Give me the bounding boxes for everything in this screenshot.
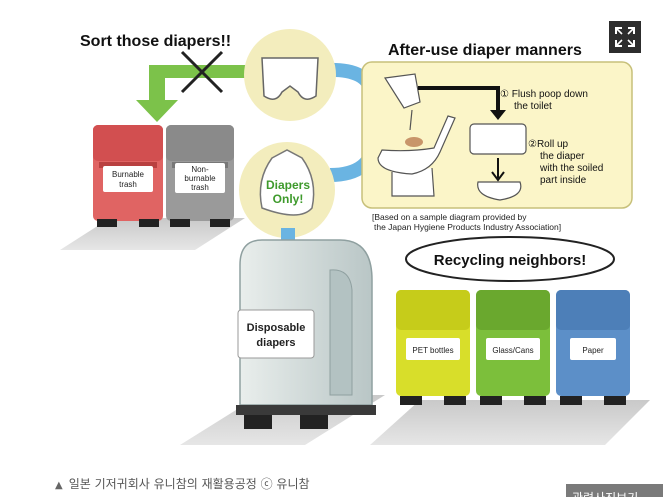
disposable-diaper-bin: Disposable diapers [236, 239, 376, 429]
bin-nonburnable: Non- burnable trash [166, 125, 234, 227]
disposable-label-2: diapers [256, 337, 295, 349]
bin-nonburnable-label-2: burnable [184, 174, 216, 183]
fullscreen-icon [615, 27, 635, 47]
toilet-icon [377, 115, 456, 197]
poop-icon [405, 137, 423, 147]
bin-paper: Paper [556, 290, 630, 405]
diaper-icon [261, 57, 319, 100]
green-arrow [136, 65, 248, 122]
process-arrowhead [490, 110, 506, 120]
bin-paper-label: Paper [582, 346, 604, 355]
caption-text: 일본 기저귀회사 유니참의 재활용공정 ⓒ 유니참 [68, 477, 310, 491]
roll-arrow [491, 158, 505, 182]
recycling-label: Recycling neighbors! [434, 252, 587, 269]
trash-bag-icon [259, 149, 315, 216]
source-line2: the Japan Hygiene Products Industry Asso… [374, 222, 561, 232]
rolled-diaper-bottom [477, 181, 522, 201]
disposable-label-1: Disposable [247, 322, 306, 334]
bag-label-line1: Diapers [266, 178, 310, 192]
bin-nonburnable-label-3: trash [191, 183, 209, 192]
photo-caption: ▲ 일본 기저귀회사 유니참의 재활용공정 ⓒ 유니참 [55, 475, 310, 492]
expand-button[interactable] [609, 21, 641, 53]
source-line1: [Based on a sample diagram provided by [372, 212, 527, 222]
step2-line2: the diaper [540, 151, 585, 162]
bag-label-line2: Only! [273, 192, 304, 206]
diaper-recycling-infographic: Diapers Only! Burnable trash Non- burnab… [60, 29, 650, 445]
caption-triangle-icon: ▲ [55, 480, 63, 491]
bin-nonburnable-label-1: Non- [191, 165, 209, 174]
bin-burnable-label-1: Burnable [112, 170, 145, 179]
bin-burnable: Burnable trash [93, 125, 163, 227]
step2-line4: part inside [540, 175, 587, 186]
step2-line1: ②Roll up [528, 139, 569, 150]
manners-title: After-use diaper manners [388, 42, 582, 59]
process-arrow [418, 86, 500, 112]
recycling-ellipse [405, 236, 615, 282]
cross-mark [180, 50, 224, 94]
step1-line2: the toilet [514, 101, 552, 112]
step2-line3: with the soiled [539, 163, 603, 174]
bin-shadow-right [370, 400, 650, 445]
sort-title: Sort those diapers!! [80, 33, 231, 50]
bin-glass-cans: Glass/Cans [476, 290, 550, 405]
bin-glass-label: Glass/Cans [492, 346, 533, 355]
poop-arrow [409, 109, 413, 131]
bin-pet-bottles: PET bottles [396, 290, 470, 405]
used-diaper-icon [383, 73, 421, 109]
bin-pet-label: PET bottles [412, 346, 453, 355]
related-photos-button[interactable]: 관련사진보기 [566, 484, 663, 497]
step1-line1: ① Flush poop down [500, 89, 588, 100]
rolled-diaper-icon [469, 123, 527, 155]
bin-burnable-label-2: trash [119, 180, 137, 189]
